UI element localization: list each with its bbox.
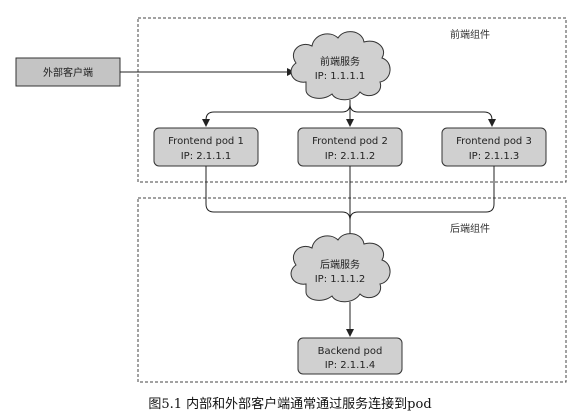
backend-pod-label: Backend pod — [318, 346, 383, 357]
frontend-pod-3-label: Frontend pod 3 — [456, 136, 532, 147]
frontend-pod-3-ip: IP: 2.1.1.3 — [469, 151, 520, 162]
edge-pod-3-to-backend-service — [349, 166, 495, 221]
backend-group-label: 后端组件 — [450, 222, 490, 235]
backend-service-cloud — [290, 233, 391, 303]
frontend-group-box — [137, 17, 567, 183]
frontend-service-label: 前端服务 — [320, 55, 360, 68]
external-client-label: 外部客户端 — [43, 66, 93, 79]
frontend-pod-2-ip: IP: 2.1.1.2 — [325, 151, 376, 162]
frontend-pod-1-label: Frontend pod 1 — [168, 136, 244, 147]
backend-pod-ip: IP: 2.1.1.4 — [325, 360, 376, 371]
frontend-pod-2-label: Frontend pod 2 — [312, 136, 388, 147]
edge-frontend-service-fanout — [202, 100, 351, 127]
frontend-service-ip: IP: 1.1.1.1 — [315, 71, 366, 82]
figure-caption: 图5.1 内部和外部客户端通常通过服务连接到pod — [148, 396, 431, 412]
edge-pod-1-to-backend-service — [205, 166, 351, 221]
frontend-group-label: 前端组件 — [450, 28, 490, 41]
frontend-pod-1-ip: IP: 2.1.1.1 — [181, 151, 232, 162]
edge-frontend-service-to-pod-3 — [349, 103, 496, 127]
backend-service-label: 后端服务 — [320, 258, 360, 271]
frontend-service-cloud — [290, 31, 391, 101]
backend-pod-box — [297, 337, 403, 375]
backend-group-box — [137, 197, 567, 383]
backend-service-ip: IP: 1.1.1.2 — [315, 274, 366, 285]
